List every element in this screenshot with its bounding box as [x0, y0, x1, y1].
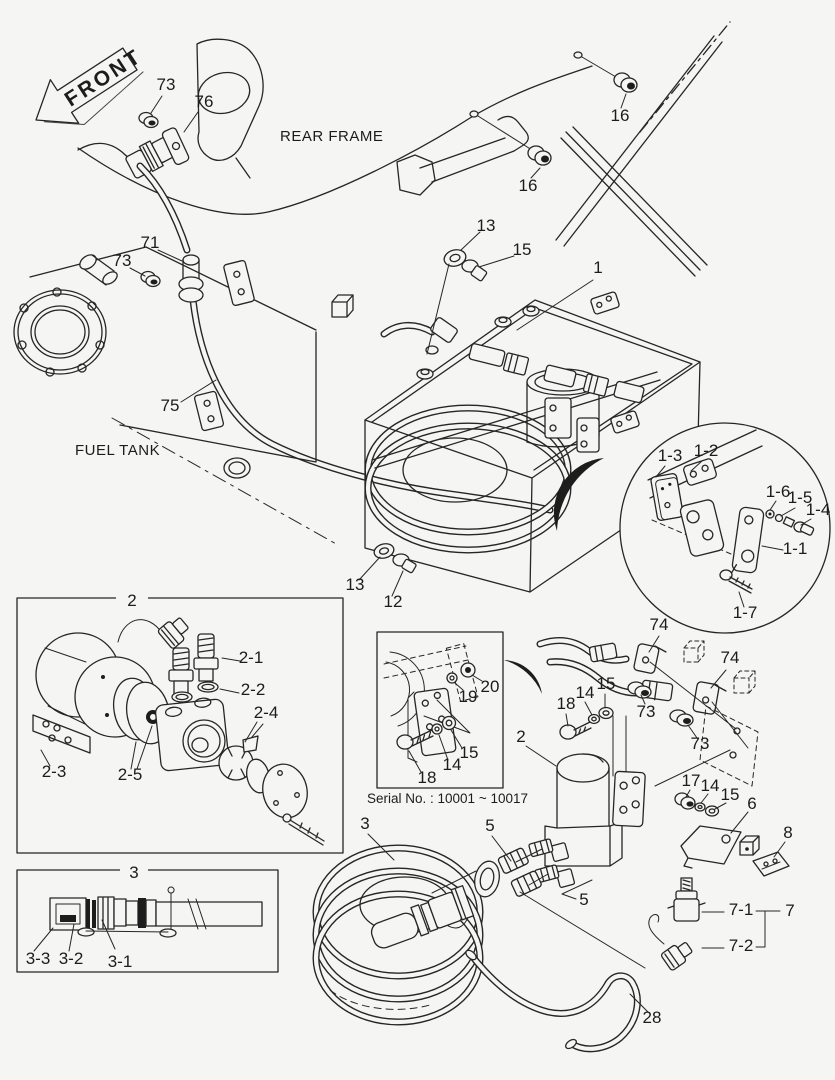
part-label-18: 18: [557, 694, 576, 713]
part-label-15: 15: [513, 240, 532, 259]
serial-detail-box: [376, 631, 504, 789]
part-label-1-5: 1-5: [788, 488, 813, 507]
part-label-2: 2: [127, 591, 136, 610]
fuel-tank-lines: [13, 246, 354, 546]
part-label-3: 3: [360, 814, 369, 833]
part-label-7: 7: [785, 901, 794, 920]
part-label-76: 76: [195, 92, 214, 111]
sender-bracket-group: [648, 789, 790, 971]
part-label-3-3: 3-3: [26, 949, 51, 968]
part-label-73: 73: [113, 251, 132, 270]
part-label-8: 8: [783, 823, 792, 842]
part-label-1-2: 1-2: [694, 441, 719, 460]
part-label-28: 28: [643, 1008, 662, 1027]
part-label-20: 20: [481, 677, 500, 696]
part-label-73: 73: [157, 75, 176, 94]
serial-number-note: Serial No. : 10001 ~ 10017: [367, 791, 528, 806]
part-label-2-2: 2-2: [241, 680, 266, 699]
part-label-18: 18: [418, 768, 437, 787]
part-label-1: 1: [593, 258, 602, 277]
front-label: FRONT: [61, 44, 147, 111]
fuel-pump-assembly: [525, 715, 731, 888]
part-label-19: 19: [459, 687, 478, 706]
part-label-3-2: 3-2: [59, 949, 84, 968]
part-label-6: 6: [747, 794, 756, 813]
part-label-15: 15: [597, 674, 616, 693]
part-label-17: 17: [682, 771, 701, 790]
fitting-2-1: [168, 633, 219, 696]
bracket-detail-circle: [619, 422, 831, 634]
rear-frame-label: REAR FRAME: [280, 128, 383, 145]
part-label-2-3: 2-3: [42, 762, 67, 781]
part-label-5: 5: [579, 890, 588, 909]
part-label-16: 16: [611, 106, 630, 125]
part-label-12: 12: [384, 592, 403, 611]
part-label-2-4: 2-4: [254, 703, 279, 722]
part-label-3: 3: [129, 863, 138, 882]
part-label-15: 15: [721, 785, 740, 804]
part-label-3-1: 3-1: [108, 952, 133, 971]
part-label-14: 14: [701, 776, 720, 795]
hose-clamp-assembly: [536, 635, 759, 787]
part-label-71: 71: [141, 233, 160, 252]
nozzle-detail-box: [16, 863, 279, 973]
part-label-5: 5: [485, 816, 494, 835]
part-label-1-7: 1-7: [733, 603, 758, 622]
part-label-1-3: 1-3: [658, 446, 683, 465]
part-label-2-1: 2-1: [239, 648, 264, 667]
part-label-14: 14: [576, 683, 595, 702]
part-label-2-5: 2-5: [118, 765, 143, 784]
flow-arrow-icon: [553, 458, 604, 531]
part-label-7-1: 7-1: [729, 900, 754, 919]
part-label-75: 75: [161, 396, 180, 415]
part-label-13: 13: [346, 575, 365, 594]
part-label-7-2: 7-2: [729, 936, 754, 955]
part-label-73: 73: [637, 702, 656, 721]
flow-arrow-icon: [504, 660, 542, 694]
pump-detail-box: [16, 591, 344, 854]
rear-frame-lines: [77, 21, 731, 277]
part-label-1-6: 1-6: [766, 482, 791, 501]
part-label-1-4: 1-4: [806, 500, 831, 519]
front-direction-arrow: FRONT: [35, 44, 147, 125]
part-label-15: 15: [460, 743, 479, 762]
part-label-2: 2: [516, 727, 525, 746]
fuel-hose-assembly: [77, 95, 554, 514]
part-label-16: 16: [519, 176, 538, 195]
part-label-74: 74: [721, 648, 740, 667]
filler-hose-group: [312, 833, 649, 1053]
part-label-14: 14: [443, 755, 462, 774]
part-label-1-1: 1-1: [783, 539, 808, 558]
fuel-tank-label: FUEL TANK: [75, 442, 160, 459]
part-label-74: 74: [650, 615, 669, 634]
part-label-13: 13: [477, 216, 496, 235]
part-label-73: 73: [691, 734, 710, 753]
